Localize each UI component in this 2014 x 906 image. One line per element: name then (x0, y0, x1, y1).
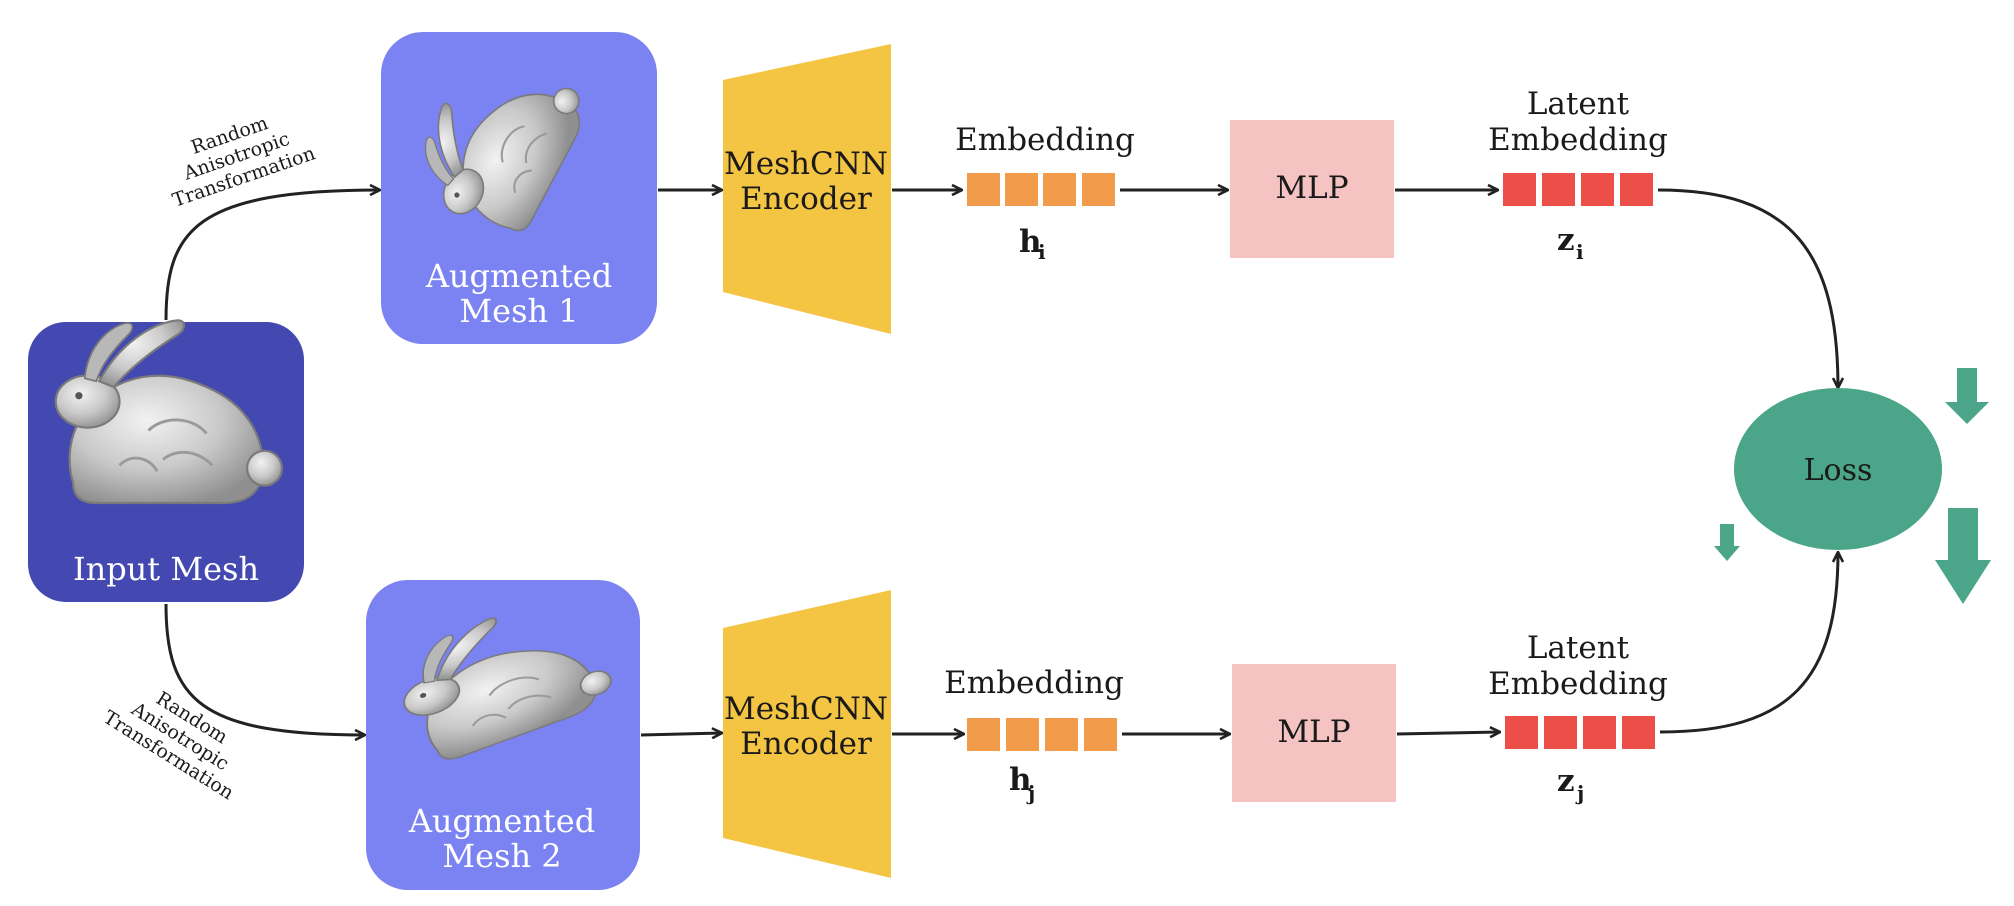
embedding-2-subscript: j (1026, 781, 1035, 805)
latent-1-cell (1581, 173, 1614, 206)
embedding-1-cell (1005, 173, 1038, 206)
embedding-1-cell (1043, 173, 1076, 206)
embedding-2-symbol: h (1009, 762, 1032, 798)
bottom-transform-arrow (164, 603, 365, 735)
encoder-1-line-1: MeshCNN (724, 146, 888, 182)
latent-2-title-line-1: Latent (1527, 630, 1630, 666)
mlp-2-node: MLP (1232, 664, 1396, 802)
augmented-mesh-1-line-1: Augmented (425, 257, 612, 295)
augmented-mesh-1-line-2: Mesh 1 (459, 292, 578, 330)
augmented-mesh-2-line-1: Augmented (408, 802, 595, 840)
latent-2-symbol: z (1557, 763, 1575, 799)
embedding-2-cell (1006, 718, 1039, 751)
input-mesh-node: Input Mesh (28, 318, 304, 602)
encoder-1-node: MeshCNN Encoder (723, 44, 891, 334)
arrow-mlp2-to-latent (1396, 732, 1500, 734)
down-arrow-icon (1935, 508, 1991, 604)
latent-2-title-line-2: Embedding (1488, 666, 1668, 702)
latent-2-subscript: j (1575, 781, 1584, 805)
latent-2-cell (1622, 716, 1655, 749)
mlp-2-label: MLP (1277, 714, 1350, 750)
embedding-1-title: Embedding (955, 122, 1135, 158)
embedding-2-title: Embedding (944, 665, 1124, 701)
loss-label: Loss (1804, 453, 1873, 488)
mlp-1-label: MLP (1275, 170, 1348, 206)
input-mesh-label: Input Mesh (73, 550, 259, 588)
loss-node: Loss (1734, 388, 1942, 550)
embedding-1-cell (967, 173, 1000, 206)
embedding-2-cell (1045, 718, 1078, 751)
embedding-2-node: Embedding h j (944, 665, 1124, 805)
embedding-1-symbol: h (1019, 224, 1042, 260)
latent-1-cell (1542, 173, 1575, 206)
embedding-1-subscript: i (1038, 240, 1046, 264)
mlp-1-node: MLP (1230, 120, 1394, 258)
latent-2-cell (1583, 716, 1616, 749)
latent-2-node: Latent Embedding z j (1488, 630, 1668, 805)
latent-1-cell (1620, 173, 1653, 206)
latent-1-node: Latent Embedding z i (1488, 86, 1668, 264)
latent-2-cell (1505, 716, 1538, 749)
latent-2-cell (1544, 716, 1577, 749)
encoder-2-line-2: Encoder (740, 726, 872, 762)
latent-1-title-line-1: Latent (1527, 86, 1630, 122)
embedding-2-cell (967, 718, 1000, 751)
encoder-1-line-2: Encoder (740, 181, 872, 217)
latent-1-title-line-2: Embedding (1488, 122, 1668, 158)
latent-1-cell (1503, 173, 1536, 206)
arrow-latent2-to-loss (1659, 552, 1838, 734)
embedding-1-cell (1082, 173, 1115, 206)
top-transform-arrow (164, 190, 380, 321)
arrow-aug2-to-encoder (640, 733, 722, 735)
embedding-2-cell (1084, 718, 1117, 751)
down-arrow-icon (1714, 524, 1740, 561)
augmented-mesh-2-node: Augmented Mesh 2 (366, 580, 640, 890)
down-arrow-icon (1945, 368, 1989, 424)
encoder-2-line-1: MeshCNN (724, 691, 888, 727)
latent-1-subscript: i (1576, 240, 1584, 264)
embedding-1-node: Embedding h i (955, 122, 1135, 264)
latent-1-symbol: z (1557, 222, 1575, 258)
arrow-latent1-to-loss (1657, 188, 1838, 388)
encoder-2-node: MeshCNN Encoder (723, 590, 891, 878)
bottom-transform-label: Random Anisotropic Transformation (99, 687, 237, 804)
augmented-mesh-2-line-2: Mesh 2 (442, 837, 561, 875)
augmented-mesh-1-node: Augmented Mesh 1 (381, 32, 657, 344)
